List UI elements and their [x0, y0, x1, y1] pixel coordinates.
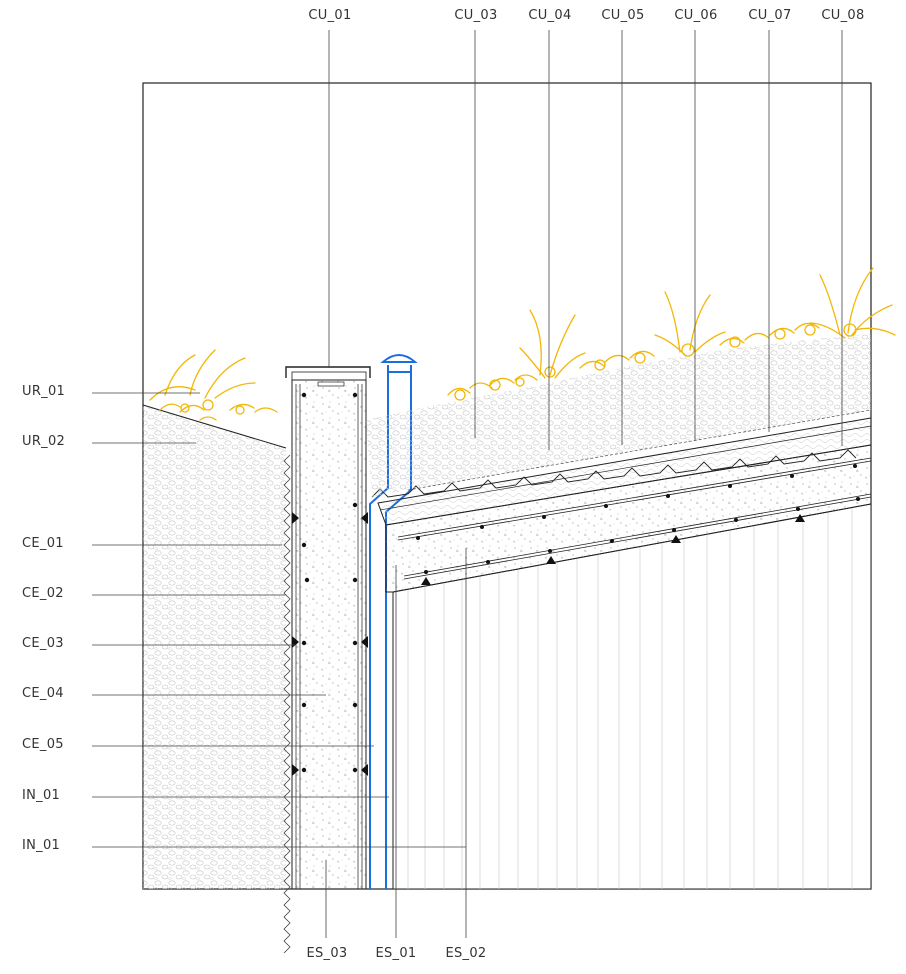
label-ur-01: UR_01 — [22, 384, 66, 399]
label-cu-01: CU_01 — [308, 8, 352, 23]
slab-spacers — [421, 514, 805, 585]
label-cu-08: CU_08 — [821, 8, 865, 23]
label-ce-05: CE_05 — [22, 737, 64, 752]
label-cu-05: CU_05 — [601, 8, 645, 23]
waterstop-markers — [292, 512, 368, 776]
bottom-leader-lines — [325, 548, 467, 938]
label-es-03: ES_03 — [306, 946, 348, 961]
label-es-02: ES_02 — [445, 946, 487, 961]
membrane-zigzag — [283, 454, 291, 954]
label-in-01-second: IN_01 — [22, 838, 61, 853]
vegetation — [149, 267, 896, 421]
label-cu-04: CU_04 — [528, 8, 572, 23]
ground-surface-line — [142, 404, 287, 449]
soil-fill — [143, 405, 286, 889]
drainage-board — [371, 449, 857, 498]
wall-rebar — [301, 392, 358, 773]
label-ce-02: CE_02 — [22, 586, 64, 601]
label-cu-06: CU_06 — [674, 8, 718, 23]
label-ce-01: CE_01 — [22, 536, 64, 551]
label-in-01: IN_01 — [22, 788, 61, 803]
label-ur-02: UR_02 — [22, 434, 66, 449]
label-ce-03: CE_03 — [22, 636, 64, 651]
concrete-wall — [291, 379, 367, 890]
green-roof-substrate — [366, 334, 871, 497]
top-leader-lines — [328, 30, 843, 450]
timber-grain — [407, 508, 853, 889]
slab-rebar — [416, 464, 860, 574]
roof-insulation-layer — [377, 417, 872, 526]
label-es-01: ES_01 — [375, 946, 417, 961]
label-cu-03: CU_03 — [454, 8, 498, 23]
wall-coping — [285, 366, 371, 378]
label-cu-07: CU_07 — [748, 8, 792, 23]
left-leader-lines — [92, 392, 466, 848]
label-ce-04: CE_04 — [22, 686, 64, 701]
